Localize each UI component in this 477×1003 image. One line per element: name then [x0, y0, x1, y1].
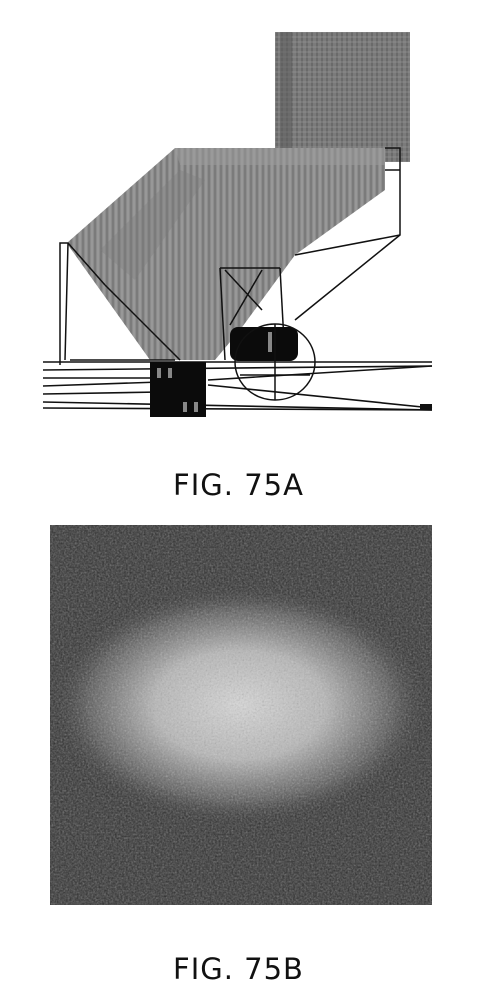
fig-75b-speckle-image — [50, 525, 432, 905]
lower-plates — [43, 362, 432, 410]
fig-75a-raytrace — [40, 30, 440, 425]
figure-b-caption: FIG. 75B — [0, 952, 477, 986]
figure-a-caption: FIG. 75A — [0, 468, 477, 502]
vertical-beam — [275, 32, 410, 162]
